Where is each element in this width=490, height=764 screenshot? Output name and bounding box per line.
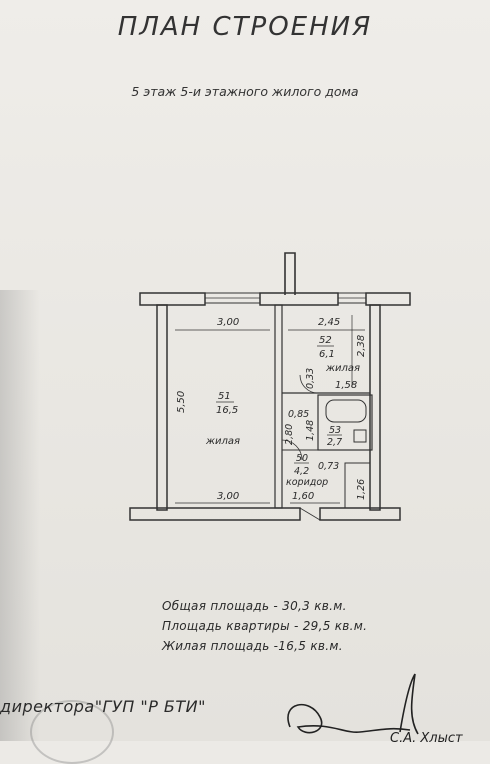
top-wall-middle: [259, 292, 339, 306]
bottom-wall-left: [129, 507, 301, 521]
dim-closet-height: 1,26: [356, 479, 367, 500]
dim-bottom-left: 3,00: [217, 491, 239, 502]
paper-background: [0, 0, 490, 741]
document-title: ПЛАН СТРОЕНИЯ: [117, 12, 373, 42]
room-50-label: коридор: [286, 477, 328, 488]
dim-top-left: 3,00: [217, 317, 239, 328]
room-51-label: жилая: [205, 436, 240, 447]
dim-corridor-height: 2,80: [284, 424, 295, 445]
dim-gap-033: 0,33: [305, 368, 316, 389]
room-52-area: 6,1: [319, 349, 335, 360]
dim-gap-085: 0,85: [288, 409, 309, 420]
document-subtitle: 5 этаж 5-и этажного жилого дома: [131, 84, 359, 99]
dim-corridor-width: 1,60: [292, 491, 314, 502]
bathtub: [325, 399, 367, 423]
room-53-number: 53: [329, 425, 341, 436]
balcony-outline: [284, 252, 296, 295]
top-wall-left: [139, 292, 206, 306]
room-52-number: 52: [319, 335, 332, 346]
apartment-area: Площадь квартиры - 29,5 кв.м.: [162, 619, 368, 633]
signature-line: директора"ГУП "Р БТИ": [0, 697, 207, 716]
living-area: Жилая площадь -16,5 кв.м.: [162, 639, 343, 653]
dim-bath-width: 1,58: [335, 380, 357, 391]
room-53-area: 2,7: [327, 437, 342, 448]
room-50-area: 4,2: [294, 466, 309, 477]
page-shadow: [0, 290, 40, 741]
partition-main: [274, 304, 283, 509]
floor-plan: 3,00 2,45 5,50 2,38 3,00 1,60 1,58 2,80 …: [129, 252, 411, 521]
room-52-label: жилая: [325, 363, 360, 374]
area-summary: Общая площадь - 30,3 кв.м. Площадь кварт…: [162, 596, 367, 656]
bottom-wall-right: [319, 507, 401, 521]
total-area: Общая площадь - 30,3 кв.м.: [162, 599, 347, 613]
signatory-name: С.А. Хлыст: [390, 731, 463, 742]
room-51-area: 16,5: [216, 405, 238, 416]
top-wall-right: [365, 292, 411, 306]
sink: [353, 429, 367, 443]
dim-bath-height: 1,48: [305, 420, 316, 441]
dim-left-height: 5,50: [176, 391, 187, 413]
left-wall: [156, 304, 168, 511]
room-51-number: 51: [218, 391, 231, 402]
dim-right-height: 2,38: [356, 335, 367, 357]
right-wall: [369, 304, 381, 511]
handwritten-signature: С.А. Хлыст: [287, 673, 463, 742]
dim-top-right: 2,45: [318, 317, 340, 328]
closet: [344, 462, 371, 509]
dim-closet-width: 0,73: [318, 461, 339, 472]
room-50-number: 50: [296, 453, 308, 464]
